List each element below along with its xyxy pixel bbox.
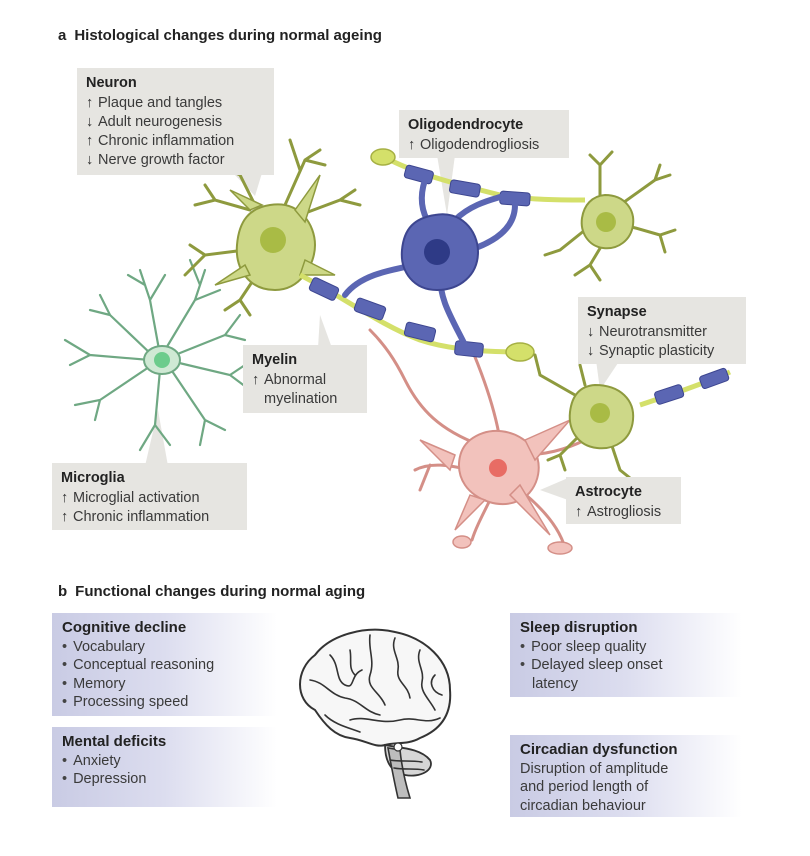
microglia-item: ↑Chronic inflammation — [61, 509, 210, 525]
synapse-label-head: Synapse — [587, 304, 647, 320]
brain-illustration — [299, 628, 452, 799]
circadian-line: and period length of — [520, 779, 649, 795]
list-item: Memory — [62, 675, 267, 694]
arrow-down-icon: ↓ — [587, 343, 595, 359]
oligodendrocyte-pointer — [437, 155, 455, 215]
myelin-item: myelination — [264, 391, 338, 407]
astrocyte-cell — [368, 328, 587, 555]
arrow-down-icon: ↓ — [587, 324, 595, 340]
myelin-sheath-lower — [308, 277, 535, 362]
myelin-label-head: Myelin — [252, 352, 298, 368]
oligodendrocyte-label: Oligodendrocyte ↑Oligodendrogliosis — [399, 110, 569, 158]
section-b-title: b Functional changes during normal aging — [58, 583, 365, 600]
astrocyte-label: Astrocyte ↑Astrogliosis — [566, 477, 681, 524]
astrocyte-nucleus — [489, 459, 507, 477]
microglia-cell — [63, 258, 252, 452]
neuron-lower-right — [533, 353, 731, 480]
list-item: Conceptual reasoning — [62, 656, 267, 675]
arrow-up-icon: ↑ — [61, 490, 69, 506]
circadian-dysfunction-head: Circadian dysfunction — [520, 741, 678, 758]
section-a-title: a Histological changes during normal agei… — [58, 27, 382, 44]
synapse-pointer — [596, 360, 620, 390]
arrow-down-icon: ↓ — [86, 152, 94, 168]
oligodendrocyte-cell — [342, 148, 586, 348]
neuron-nucleus — [260, 227, 286, 253]
neuron-item: ↑Plaque and tangles — [86, 95, 223, 111]
mental-deficits-head: Mental deficits — [62, 733, 167, 750]
microglia-label-head: Microglia — [61, 470, 125, 486]
list-item: Vocabulary — [62, 638, 267, 657]
myelin-label: Myelin ↑Abnormal myelination — [243, 345, 367, 413]
synapse-item: ↓Synaptic plasticity — [587, 343, 715, 359]
arrow-up-icon: ↑ — [86, 133, 94, 149]
section-a-title-text: Histological changes during normal agein… — [74, 27, 382, 44]
sleep-disruption-box: Sleep disruption Poor sleep quality Dela… — [510, 613, 742, 697]
mental-deficits-box: Mental deficits Anxiety Depression — [52, 727, 277, 807]
oligodendrocyte-label-head: Oligodendrocyte — [408, 117, 524, 133]
myelin-pointer — [318, 315, 332, 348]
sleep-disruption-head: Sleep disruption — [520, 619, 638, 636]
circadian-dysfunction-box: Circadian dysfunction Disruption of ampl… — [510, 735, 742, 817]
neuron-item: ↑Chronic inflammation — [86, 133, 235, 149]
neuron-cell — [183, 138, 521, 355]
neuron-label: Neuron ↑Plaque and tangles ↓Adult neurog… — [77, 68, 274, 175]
oligodendrocyte-item: ↑Oligodendrogliosis — [408, 137, 540, 153]
microglia-label: Microglia ↑Microglial activation ↑Chroni… — [52, 463, 247, 530]
microglia-item: ↑Microglial activation — [61, 490, 200, 506]
astrocyte-pointer — [540, 478, 568, 500]
microglia-pointer — [145, 410, 168, 466]
list-item: Processing speed — [62, 693, 267, 712]
axon-terminal-lower — [505, 342, 535, 362]
callout-pointers — [145, 155, 620, 500]
arrow-up-icon: ↑ — [86, 95, 94, 111]
cognitive-decline-box: Cognitive decline Vocabulary Conceptual … — [52, 613, 277, 716]
neuron-item: ↓Nerve growth factor — [86, 152, 225, 168]
section-a-letter: a — [58, 27, 67, 44]
circadian-line: Disruption of amplitude — [520, 760, 669, 777]
arrow-down-icon: ↓ — [86, 114, 94, 130]
section-b-title-text: Functional changes during normal aging — [75, 583, 366, 600]
list-item: Poor sleep quality — [520, 638, 732, 657]
arrow-up-icon: ↑ — [61, 509, 69, 525]
synapse-item: ↓Neurotransmitter — [587, 324, 707, 340]
arrow-up-icon: ↑ — [408, 137, 416, 153]
myelin-item: ↑Abnormal — [252, 372, 327, 388]
list-item: Anxiety — [62, 752, 267, 771]
circadian-line: circadian behaviour — [520, 797, 646, 814]
oligodendrocyte-nucleus — [424, 239, 450, 265]
neuron-upper-right — [543, 150, 677, 282]
list-item: Depression — [62, 770, 267, 789]
neuron-label-head: Neuron — [86, 75, 137, 91]
synapse-label: Synapse ↓Neurotransmitter ↓Synaptic plas… — [578, 297, 746, 364]
astrocyte-label-head: Astrocyte — [575, 484, 642, 500]
microglia-nucleus — [154, 352, 170, 368]
arrow-up-icon: ↑ — [252, 372, 260, 388]
astrocyte-item: ↑Astrogliosis — [575, 504, 662, 520]
section-b-letter: b — [58, 583, 68, 600]
neuron-item: ↓Adult neurogenesis — [86, 114, 223, 130]
cell-diagram — [63, 138, 731, 555]
list-item: Delayed sleep onset latency — [520, 656, 702, 693]
cognitive-decline-head: Cognitive decline — [62, 619, 187, 636]
arrow-up-icon: ↑ — [575, 504, 583, 520]
